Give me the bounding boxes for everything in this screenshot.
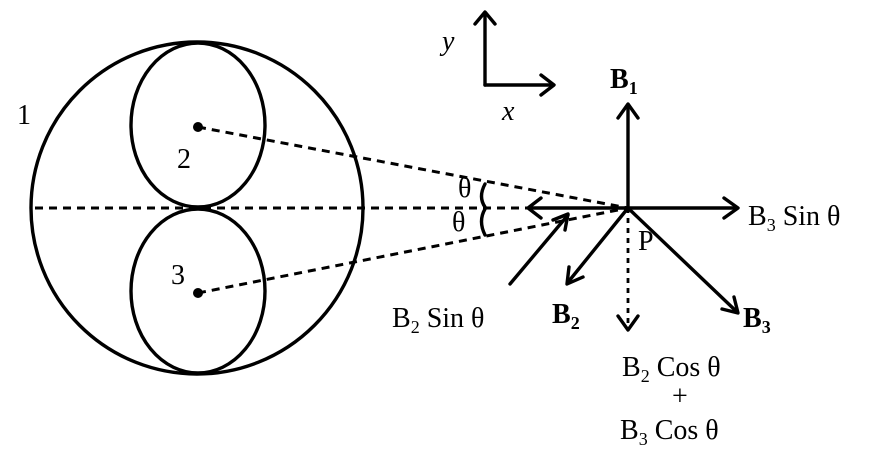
point-p-label: P bbox=[638, 226, 654, 257]
plus-label: + bbox=[672, 381, 688, 412]
b1-arrowhead bbox=[616, 102, 640, 120]
b2-sin-pointer-arrowhead bbox=[551, 212, 570, 232]
b3-cos-theta-label: B3 Cos θ bbox=[620, 415, 719, 449]
center-2-dot bbox=[193, 122, 203, 132]
y-axis-label: y bbox=[439, 26, 455, 57]
y-axis-arrowhead bbox=[473, 10, 497, 26]
bottom-circle bbox=[129, 207, 267, 375]
b3-sin-theta-label: B3 Sin θ bbox=[748, 201, 840, 235]
bottom-circle-label: 3 bbox=[171, 260, 185, 291]
b2-label: B2 bbox=[552, 299, 580, 333]
b2-sin-pointer-arrow bbox=[508, 213, 570, 286]
cos-component-arrowhead bbox=[616, 314, 640, 332]
theta-bottom-label: θ bbox=[452, 207, 465, 238]
line-3-to-p bbox=[197, 206, 629, 295]
axes-icon: y x bbox=[439, 10, 556, 127]
b3-label: B3 bbox=[743, 303, 771, 337]
center-3-dot bbox=[193, 288, 203, 298]
b2-cos-theta-label: B2 Cos θ bbox=[622, 352, 721, 386]
b2-sin-component-arrowhead bbox=[526, 196, 543, 220]
b3-sin-arrowhead bbox=[722, 196, 740, 220]
b1-label: B1 bbox=[610, 64, 638, 98]
line-2-to-p bbox=[197, 125, 629, 210]
theta-bottom-arc bbox=[479, 207, 487, 237]
big-circle-label: 1 bbox=[17, 100, 31, 131]
vectors-from-p bbox=[508, 102, 740, 332]
x-axis-arrowhead bbox=[539, 73, 556, 97]
b2-sin-theta-label: B2 Sin θ bbox=[392, 303, 484, 337]
b2-arrowhead bbox=[565, 265, 585, 286]
x-axis-label: x bbox=[501, 96, 515, 127]
top-circle-label: 2 bbox=[177, 144, 191, 175]
top-circle bbox=[129, 41, 267, 209]
b3-vector bbox=[626, 206, 738, 313]
b3-arrowhead bbox=[720, 295, 740, 315]
theta-top-label: θ bbox=[458, 173, 471, 204]
theta-top-arc bbox=[479, 182, 487, 209]
b2-vector bbox=[567, 206, 630, 283]
